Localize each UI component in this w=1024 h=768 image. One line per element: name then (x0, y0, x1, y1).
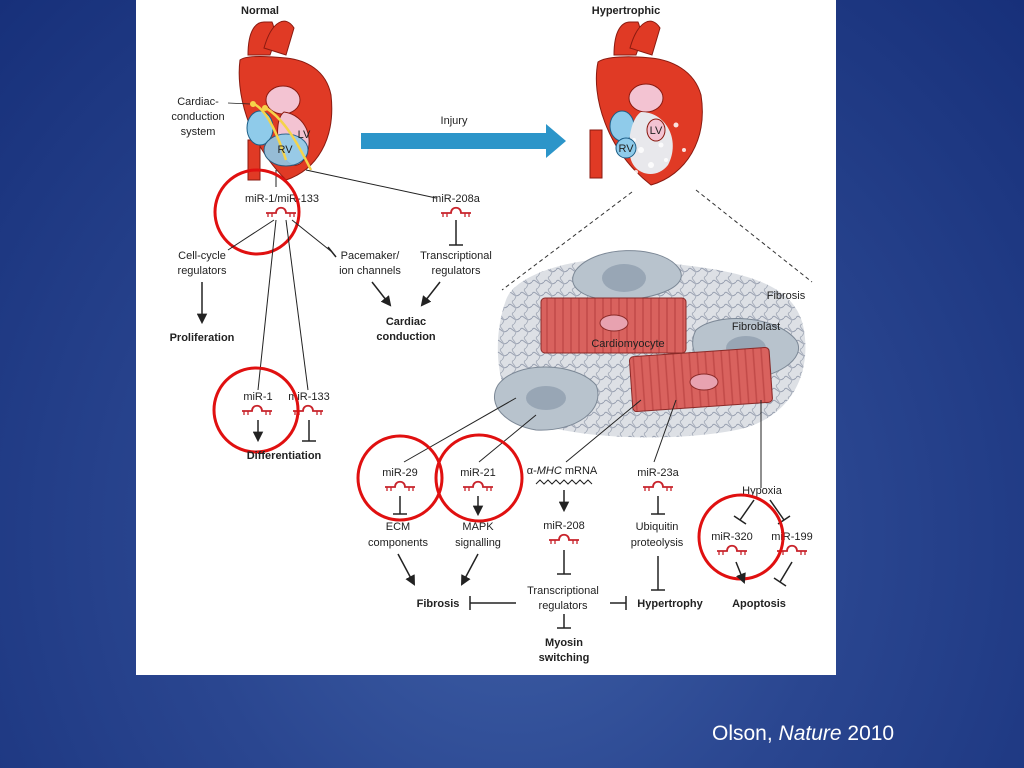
cardiac-conduction-outcome-2: conduction (376, 331, 436, 343)
mirna-hairpin-icon (463, 480, 493, 491)
mirna-hairpin-icon (242, 404, 272, 415)
highlight-circle-mir1 (212, 366, 300, 454)
mir320-label: miR-320 (711, 531, 753, 543)
lv2-label: LV (650, 125, 663, 137)
header-normal: Normal (241, 5, 279, 17)
tissue-illustration (493, 250, 806, 438)
highlight-circle-mir1-133 (213, 168, 301, 256)
mhc-mrna-label: α-MHC mRNA (527, 465, 598, 477)
hypertrophic-heart: LV RV (589, 20, 703, 186)
mapk-label-2: signalling (455, 537, 501, 549)
fibrosis-tissue-label: Fibrosis (767, 290, 806, 302)
mirna-hairpin-icon (549, 533, 579, 544)
cardiac-conduction-outcome-1: Cardiac (386, 316, 426, 328)
apoptosis-outcome: Apoptosis (732, 598, 786, 610)
mapk-label-1: MAPK (462, 521, 494, 533)
mirna-hairpin-icon (266, 206, 296, 217)
citation-author: Olson, (712, 722, 779, 745)
lv-label: LV (298, 129, 311, 141)
figure-panel: Normal Hypertrophic LV RV Cardiac- condu… (136, 0, 836, 675)
citation-year: 2010 (841, 722, 895, 745)
myosin-outcome-1: Myosin (545, 637, 583, 649)
hypoxia-label: Hypoxia (742, 485, 783, 497)
injury-label: Injury (441, 115, 468, 127)
differentiation-outcome: Differentiation (247, 450, 322, 462)
conduction-system-label-3: system (181, 126, 216, 138)
conduction-system-label-2: conduction (171, 111, 224, 123)
cardiomyocyte-label: Cardiomyocyte (591, 338, 664, 350)
rv2-label: RV (618, 143, 634, 155)
ubiquitin-label-2: proteolysis (631, 537, 684, 549)
mir23a-label: miR-23a (637, 467, 679, 479)
ecm-label-2: components (368, 537, 428, 549)
injury-arrow (361, 124, 566, 158)
mir199-label: miR-199 (771, 531, 813, 543)
pacemaker-label-1: Pacemaker/ (341, 250, 401, 262)
cellcycle-label-2: regulators (178, 265, 227, 277)
hypertrophy-outcome: Hypertrophy (637, 598, 703, 610)
ubiquitin-label-1: Ubiquitin (636, 521, 679, 533)
mirna-hairpin-icon (643, 480, 673, 491)
cellcycle-label-1: Cell-cycle (178, 250, 226, 262)
mirna-hairpin-icon (385, 480, 415, 491)
citation-journal: Nature (778, 722, 842, 745)
mirna-hairpin-icon (441, 206, 471, 217)
fibroblast-label: Fibroblast (732, 321, 780, 333)
mir208a-label: miR-208a (432, 193, 481, 205)
transcriptional2-label-1: Transcriptional (527, 585, 599, 597)
mir21-label: miR-21 (460, 467, 495, 479)
proliferation-outcome: Proliferation (170, 332, 235, 344)
header-hypertrophic: Hypertrophic (592, 5, 660, 17)
normal-heart: LV RV (238, 20, 333, 181)
mir1-133-label: miR-1/miR-133 (245, 193, 319, 205)
transcriptional-label-1: Transcriptional (420, 250, 492, 262)
diagram-svg: Normal Hypertrophic LV RV Cardiac- condu… (170, 5, 813, 664)
transcriptional2-label-2: regulators (539, 600, 588, 612)
transcriptional-label-2: regulators (432, 265, 481, 277)
rv-label: RV (277, 144, 293, 156)
mirna-hairpin-icon (717, 544, 747, 555)
ecm-label-1: ECM (386, 521, 410, 533)
pacemaker-label-2: ion channels (339, 265, 401, 277)
mir208-label: miR-208 (543, 520, 585, 532)
mir133-label: miR-133 (288, 391, 330, 403)
highlight-circle-mir29 (356, 434, 444, 522)
mir1-label: miR-1 (243, 391, 272, 403)
conduction-system-label-1: Cardiac- (177, 96, 219, 108)
myosin-outcome-2: switching (539, 652, 590, 664)
citation: Olson, Nature 2010 (712, 722, 894, 746)
highlight-circle-mir21 (434, 433, 524, 523)
fibrosis-outcome: Fibrosis (417, 598, 460, 610)
mrna-wave-icon (535, 479, 593, 485)
mir29-label: miR-29 (382, 467, 417, 479)
